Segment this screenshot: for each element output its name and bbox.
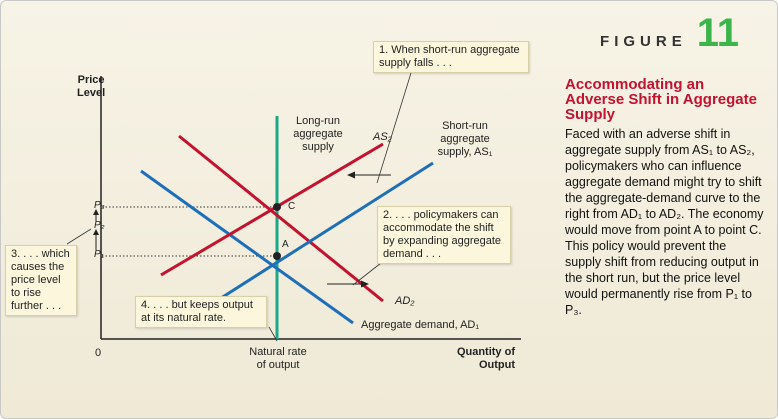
- origin-label: 0: [95, 347, 102, 359]
- figure-title: Accommodating an Adverse Shift in Aggreg…: [565, 76, 757, 123]
- p2-label: P₂: [94, 220, 105, 231]
- p3-label: P₃: [94, 200, 105, 211]
- note-policymakers: 2. . . . policymakers can accommodate th…: [377, 206, 511, 264]
- diagram-canvas: [66, 72, 521, 342]
- as2-label: AS₂: [373, 131, 392, 143]
- figure-heading: FIGURE 11: [600, 13, 739, 53]
- demand-shift-arrowhead: [361, 280, 369, 288]
- point-a-marker: [273, 252, 281, 260]
- ad1-label: Aggregate demand, AD₁: [361, 319, 480, 331]
- point-a-label: A: [282, 239, 289, 250]
- long-run-supply-label: Long-run aggregate supply: [293, 115, 343, 153]
- price-arrowhead-lower: [93, 229, 99, 235]
- point-c-marker: [273, 203, 281, 211]
- note-keeps-output: 4. . . . but keeps output at its natural…: [135, 296, 267, 328]
- note-supply-falls: 1. When short-run aggregate supply falls…: [373, 41, 529, 73]
- figure-caption: Faced with an adverse shift in aggregate…: [565, 127, 764, 317]
- note2-leader: [352, 262, 382, 286]
- note1-leader: [376, 72, 412, 184]
- price-arrowhead-upper: [93, 209, 99, 215]
- figure-number: 11: [696, 11, 739, 55]
- as1-curve: [206, 161, 434, 309]
- ad1-curve: [140, 169, 354, 325]
- ad2-curve: [178, 134, 384, 303]
- p1-label: P₁: [94, 249, 104, 260]
- note3-leader: [66, 228, 92, 245]
- ad2-label: AD₂: [395, 295, 415, 307]
- as1-label: Short-run aggregate supply, AS₁: [437, 120, 493, 158]
- natural-rate-leader: [268, 326, 278, 342]
- note-price-rises: 3. . . . which causes the price level to…: [5, 245, 77, 316]
- y-axis-label: Price Level: [77, 74, 106, 99]
- x-axis-label: Quantity of Output: [456, 346, 515, 371]
- caption-sidebar: FIGURE 11 Accommodating an Adverse Shift…: [557, 1, 777, 418]
- as2-curve: [160, 142, 384, 277]
- supply-shift-arrowhead: [347, 171, 355, 179]
- figure-word: FIGURE: [600, 33, 687, 50]
- natural-rate-label: Natural rate of output: [249, 346, 307, 371]
- point-c-label: C: [288, 201, 296, 212]
